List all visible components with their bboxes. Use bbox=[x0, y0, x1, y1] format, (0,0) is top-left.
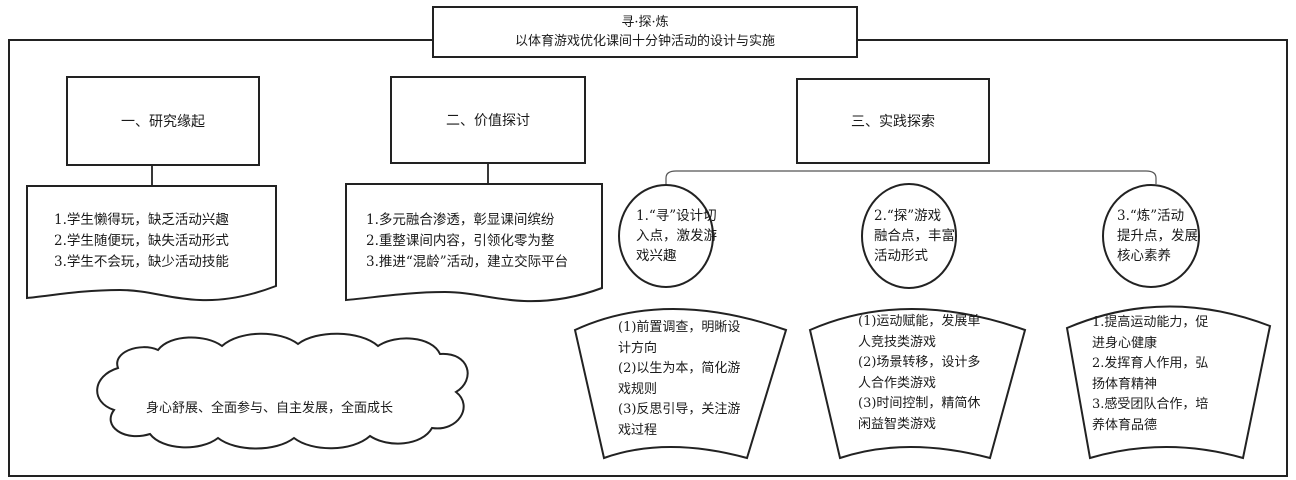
fan-2-line: (2)场景转移，设计多 bbox=[858, 355, 981, 370]
list-1-item: 3.学生不会玩，缺少活动技能 bbox=[54, 254, 229, 270]
fan-1-line: 戏规则 bbox=[618, 381, 658, 397]
fan-1-line: (2)以生为本，简化游 bbox=[618, 361, 741, 376]
fan-2-text: (1)运动赋能，发展单 人竞技类游戏 (2)场景转移，设计多 人合作类游戏 (3… bbox=[858, 312, 980, 435]
fan-3-line: 扬体育精神 bbox=[1092, 376, 1158, 392]
list-2-item: 3.推进“混龄”活动，建立交际平台 bbox=[366, 254, 569, 270]
section-heading-3-label: 三、实践探索 bbox=[851, 114, 935, 130]
circle-1-line: 入点，激发游 bbox=[636, 228, 717, 244]
fan-shape-3 bbox=[1065, 305, 1272, 460]
fan-3-line: 进身心健康 bbox=[1092, 335, 1158, 351]
list-2-item: 2.重整课间内容，引领化零为整 bbox=[366, 233, 555, 249]
circle-1-line: 1.“寻”设计切 bbox=[636, 208, 717, 224]
circle-2-line: 活动形式 bbox=[874, 248, 928, 264]
list-shape-1 bbox=[26, 185, 277, 302]
fan-shape-1 bbox=[573, 308, 788, 460]
section-heading-1: 一、研究缘起 bbox=[66, 76, 260, 166]
fan-3-line: 1.提高运动能力，促 bbox=[1092, 315, 1209, 330]
fan-1-line: (1)前置调查，明晰设 bbox=[618, 320, 741, 335]
list-2: 1.多元融合渗透，彰显课间缤纷 2.重整课间内容，引领化零为整 3.推进“混龄”… bbox=[366, 210, 568, 273]
cloud-shape bbox=[96, 332, 469, 450]
list-shape-2 bbox=[345, 183, 603, 303]
circle-3-text: 3.“炼”活动 提升点，发展 核心素养 bbox=[1117, 206, 1198, 266]
circle-1-text: 1.“寻”设计切 入点，激发游 戏兴趣 bbox=[636, 206, 717, 266]
fan-2-line: 闲益智类游戏 bbox=[858, 416, 937, 432]
fan-1-line: 戏过程 bbox=[618, 422, 658, 438]
section-heading-2: 二、价值探讨 bbox=[390, 76, 586, 164]
list-1-item: 2.学生随便玩，缺失活动形式 bbox=[54, 233, 229, 249]
fan-3-line: 3.感受团队合作，培 bbox=[1092, 397, 1209, 412]
fan-3-line: 2.发挥育人作用，弘 bbox=[1092, 356, 1209, 371]
list-2-item: 1.多元融合渗透，彰显课间缤纷 bbox=[366, 212, 555, 228]
circle-2-line: 2.“探”游戏 bbox=[874, 208, 942, 224]
fan-1-line: (3)反思引导，关注游 bbox=[618, 402, 741, 417]
fan-2-line: (1)运动赋能，发展单 bbox=[858, 314, 981, 329]
circle-2-line: 融合点，丰富 bbox=[874, 228, 955, 244]
section3-bracket bbox=[665, 170, 1157, 184]
diagram-title: 寻·探·炼 以体育游戏优化课间十分钟活动的设计与实施 bbox=[432, 6, 858, 58]
fan-1-text: (1)前置调查，明晰设 计方向 (2)以生为本，简化游 戏规则 (3)反思引导，… bbox=[618, 318, 740, 441]
fan-1-line: 计方向 bbox=[618, 340, 658, 356]
circle-shape-2 bbox=[861, 183, 957, 289]
cloud-text: 身心舒展、全面参与、自主发展，全面成长 bbox=[146, 401, 394, 416]
circle-3-line: 提升点，发展 bbox=[1117, 228, 1198, 244]
fan-shape-2 bbox=[808, 308, 1027, 460]
circle-2-text: 2.“探”游戏 融合点，丰富 活动形式 bbox=[874, 206, 955, 266]
circle-3-line: 3.“炼”活动 bbox=[1117, 208, 1185, 224]
fan-2-line: (3)时间控制，精简休 bbox=[858, 396, 981, 411]
section-heading-1-label: 一、研究缘起 bbox=[121, 114, 205, 130]
fan-3-text: 1.提高运动能力，促 进身心健康 2.发挥育人作用，弘 扬体育精神 3.感受团队… bbox=[1092, 313, 1208, 436]
circle-shape-3 bbox=[1102, 184, 1200, 288]
circle-1-line: 戏兴趣 bbox=[636, 248, 677, 264]
list-1: 1.学生懒得玩，缺乏活动兴趣 2.学生随便玩，缺失活动形式 3.学生不会玩，缺少… bbox=[54, 210, 229, 273]
circle-shape-1 bbox=[618, 184, 714, 288]
title-line-2: 以体育游戏优化课间十分钟活动的设计与实施 bbox=[514, 34, 775, 49]
circle-3-line: 核心素养 bbox=[1117, 248, 1171, 264]
fan-3-line: 养体育品德 bbox=[1092, 417, 1158, 433]
section-heading-3: 三、实践探索 bbox=[796, 78, 990, 164]
section-heading-2-label: 二、价值探讨 bbox=[446, 113, 530, 129]
fan-2-line: 人合作类游戏 bbox=[858, 375, 937, 391]
title-line-1: 寻·探·炼 bbox=[621, 15, 669, 30]
list-1-item: 1.学生懒得玩，缺乏活动兴趣 bbox=[54, 212, 229, 228]
fan-2-line: 人竞技类游戏 bbox=[858, 334, 937, 350]
